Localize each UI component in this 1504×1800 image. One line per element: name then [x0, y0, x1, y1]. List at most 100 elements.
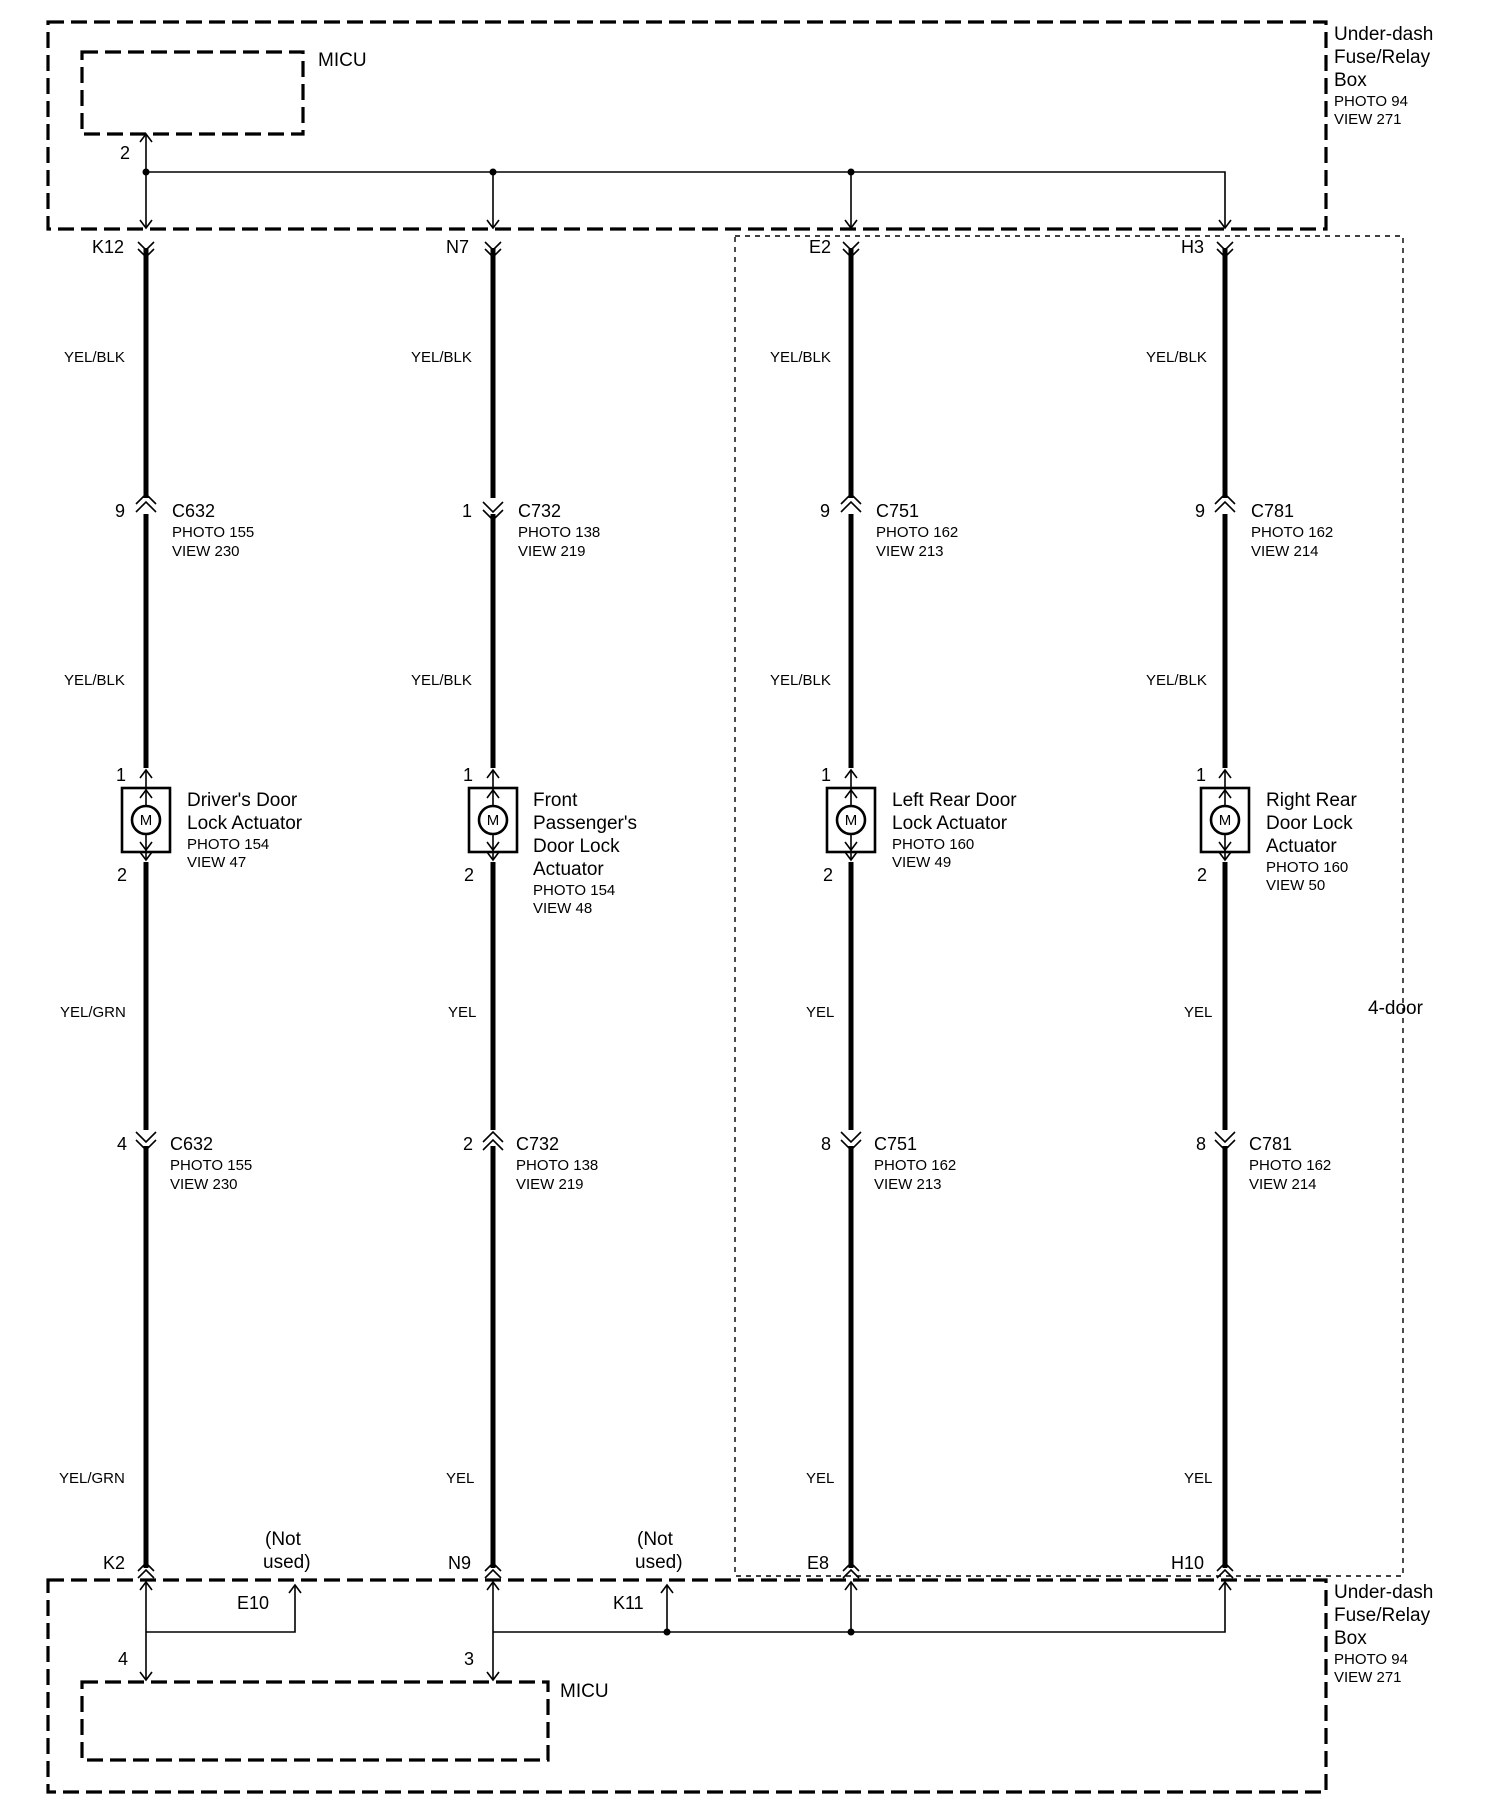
up-arrow-icon [486, 1580, 500, 1591]
actuator-name-2: Door Lock [1266, 813, 1353, 834]
bottom-pin-label: H10 [1171, 1553, 1204, 1573]
connector-photo: PHOTO 162 [876, 524, 958, 541]
connector-chevron-icon [1216, 241, 1234, 259]
connector-photo: PHOTO 155 [170, 1157, 252, 1174]
top-box-outline [46, 20, 1328, 231]
actuator-view: VIEW 49 [892, 854, 951, 871]
wire-color-label: YEL/BLK [770, 349, 831, 366]
actuator-name-1: Right Rear [1266, 790, 1357, 811]
actuator-photo: PHOTO 160 [1266, 859, 1348, 876]
connector-chevron-icon [1216, 1561, 1234, 1579]
actuator-pin-bottom: 2 [1197, 865, 1207, 885]
wire-color-label: YEL [1184, 1470, 1212, 1487]
connector-pin: 2 [463, 1134, 473, 1154]
connector-view: VIEW 230 [170, 1176, 238, 1193]
top-micu-pin: 2 [120, 143, 130, 163]
down-arrow-icon [844, 219, 858, 230]
actuator-name-2: Passenger's [533, 813, 637, 834]
connector-chevron-icon [482, 501, 504, 522]
connector-pin: 9 [1195, 501, 1205, 521]
top-micu-outline [80, 50, 305, 136]
connector-view: VIEW 213 [876, 543, 944, 560]
bottom-micu-pin-right: 3 [464, 1649, 474, 1669]
bottom-internal-e10 [146, 1585, 296, 1633]
up-arrow-icon [139, 1580, 153, 1591]
actuator-name-2: Lock Actuator [187, 813, 303, 834]
not-used-label-2a: (Not [637, 1529, 674, 1550]
bottom-box-photo: PHOTO 94 [1334, 1651, 1408, 1668]
bottom-box-outline [46, 1578, 1328, 1794]
top-box-title-2: Fuse/Relay [1334, 47, 1431, 68]
motor-label: M [140, 812, 153, 829]
connector-photo: PHOTO 138 [516, 1157, 598, 1174]
up-arrow-icon [660, 1583, 674, 1594]
actuator-pin-bottom: 2 [464, 865, 474, 885]
actuator-pin-top: 1 [463, 765, 473, 785]
bottom-internal-bus [493, 1582, 1226, 1633]
top-pin-label: H3 [1181, 237, 1204, 257]
connector-chevron-icon [484, 241, 502, 259]
column-left-rear: M E2 YEL/BLK 9 C751 PHOTO 162 VIEW 213 Y… [770, 237, 1017, 1579]
connector-view: VIEW 214 [1249, 1176, 1317, 1193]
up-arrow-icon [844, 768, 858, 799]
column-front-passenger: M N7 YEL/BLK 1 C732 PHOTO 138 VIEW 219 Y… [411, 237, 637, 1579]
bottom-pin-label: N9 [448, 1553, 471, 1573]
pin-e10-label: E10 [237, 1593, 269, 1613]
down-arrow-icon [139, 1671, 153, 1682]
splice-dot [847, 1628, 855, 1636]
top-pin-label: N7 [446, 237, 469, 257]
wire-color-label: YEL/BLK [1146, 672, 1207, 689]
up-arrow-icon [1218, 1580, 1232, 1591]
column-right-rear: M H3 YEL/BLK 9 C781 PHOTO 162 VIEW 214 Y… [1146, 237, 1357, 1579]
wire-color-label: YEL/BLK [770, 672, 831, 689]
actuator-view: VIEW 50 [1266, 877, 1325, 894]
connector-name: C732 [516, 1134, 559, 1154]
wire-color-label: YEL/GRN [60, 1004, 126, 1021]
connector-chevron-icon [840, 1131, 862, 1152]
top-box-photo: PHOTO 94 [1334, 93, 1408, 110]
splice-dot [489, 168, 497, 176]
down-arrow-icon [139, 219, 153, 230]
connector-chevron-icon [137, 1561, 155, 1579]
connector-name: C732 [518, 501, 561, 521]
connector-chevron-icon [840, 492, 862, 513]
connector-chevron-icon [1214, 1131, 1236, 1152]
actuator-view: VIEW 48 [533, 900, 592, 917]
actuator-pin-top: 1 [116, 765, 126, 785]
actuator-pin-bottom: 2 [823, 865, 833, 885]
connector-name: C751 [876, 501, 919, 521]
not-used-label-1a: (Not [265, 1529, 302, 1550]
up-arrow-icon [288, 1583, 302, 1594]
connector-pin: 1 [462, 501, 472, 521]
splice-dot [142, 168, 150, 176]
wire-color-label: YEL/BLK [411, 349, 472, 366]
bottom-micu-outline [80, 1680, 550, 1762]
connector-name: C781 [1251, 501, 1294, 521]
connector-chevron-icon [135, 492, 157, 513]
bottom-fuse-relay-box: MICU Under-dash Fuse/Relay Box PHOTO 94 … [46, 1578, 1433, 1794]
actuator-name-3: Actuator [1266, 836, 1337, 857]
top-pin-label: E2 [809, 237, 831, 257]
splice-dot [847, 168, 855, 176]
not-used-label-2b: used) [635, 1552, 683, 1573]
top-fuse-relay-box: MICU Under-dash Fuse/Relay Box PHOTO 94 … [46, 20, 1433, 231]
wire-color-label: YEL/BLK [64, 672, 125, 689]
connector-name: C781 [1249, 1134, 1292, 1154]
up-arrow-icon [1218, 768, 1232, 799]
connector-name: C751 [874, 1134, 917, 1154]
bottom-box-title-2: Fuse/Relay [1334, 1605, 1431, 1626]
four-door-region-outline [734, 235, 1404, 1577]
connector-photo: PHOTO 162 [1251, 524, 1333, 541]
wire-color-label: YEL [806, 1470, 834, 1487]
connector-chevron-icon [842, 1561, 860, 1579]
motor-label: M [845, 812, 858, 829]
actuator-name-1: Front [533, 790, 578, 811]
down-arrow-icon [486, 219, 500, 230]
actuator-photo: PHOTO 160 [892, 836, 974, 853]
up-arrow-icon [139, 768, 153, 799]
actuator-name-2: Lock Actuator [892, 813, 1008, 834]
actuator-pin-top: 1 [1196, 765, 1206, 785]
connector-pin: 8 [821, 1134, 831, 1154]
down-arrow-icon [486, 1671, 500, 1682]
connector-photo: PHOTO 155 [172, 524, 254, 541]
